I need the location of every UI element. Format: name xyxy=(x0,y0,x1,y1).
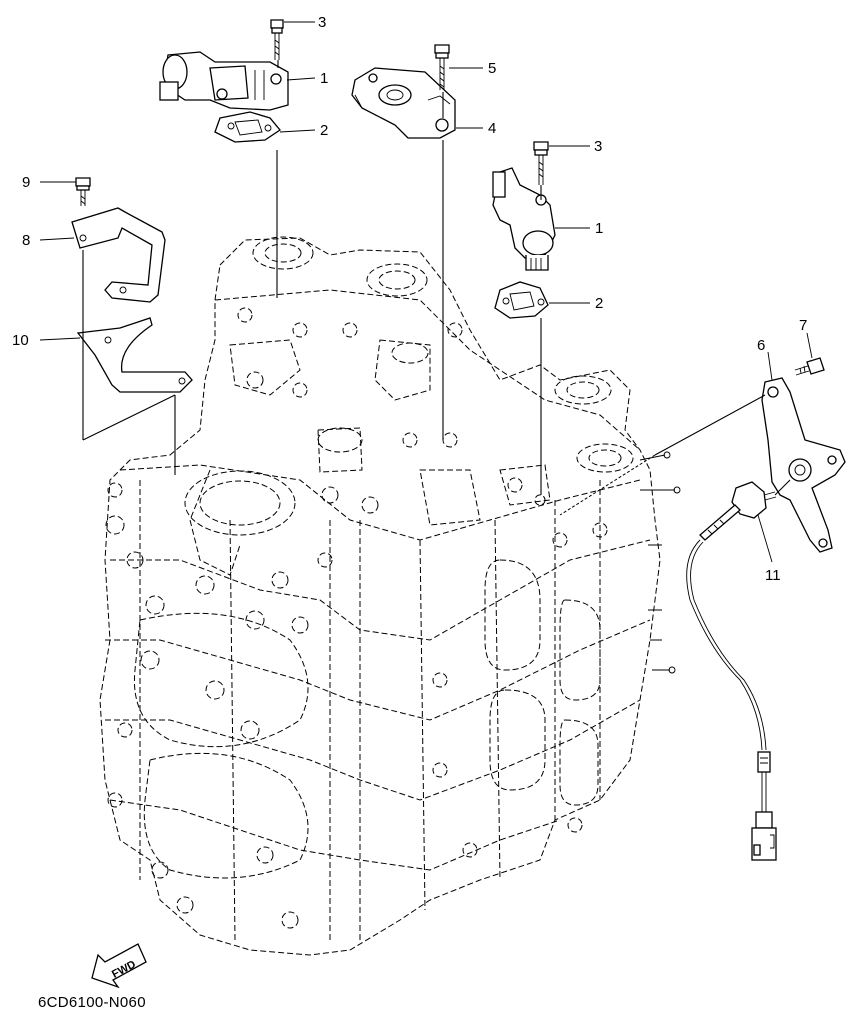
plate-10 xyxy=(76,317,193,393)
callout-7: 7 xyxy=(799,317,807,334)
callout-10: 10 xyxy=(12,332,29,349)
bolt-5 xyxy=(434,44,450,90)
callout-5: 5 xyxy=(488,60,496,77)
callout-3-right: 3 xyxy=(594,138,602,155)
bolt-7 xyxy=(794,357,825,376)
callout-leaders xyxy=(39,21,813,563)
callout-11: 11 xyxy=(765,567,781,584)
cover-4 xyxy=(351,67,456,139)
callout-2-left: 2 xyxy=(320,122,328,139)
oil-control-valve-left xyxy=(159,51,289,111)
gasket-2-left xyxy=(214,111,281,143)
callout-1-left: 1 xyxy=(320,70,328,87)
callout-4: 4 xyxy=(488,120,496,137)
bracket-8 xyxy=(71,207,166,303)
callout-2-right: 2 xyxy=(595,295,603,312)
bolt-9 xyxy=(75,177,91,206)
knock-sensor-11 xyxy=(686,481,777,861)
callout-1-right: 1 xyxy=(595,220,603,237)
callout-9: 9 xyxy=(22,174,30,191)
oil-control-valve-right xyxy=(492,167,556,271)
bolt-3-right xyxy=(533,141,549,185)
callout-6: 6 xyxy=(757,337,765,354)
callout-3-left: 3 xyxy=(318,14,326,31)
gasket-2-right xyxy=(494,281,549,319)
diagram-code: 6CD6100-N060 xyxy=(38,994,146,1011)
cylinder-block xyxy=(99,236,681,956)
callout-8: 8 xyxy=(22,232,30,249)
bolt-3-left xyxy=(270,19,284,60)
assembly-lines xyxy=(82,60,791,516)
fwd-arrow-icon: FWD xyxy=(91,943,147,989)
bracket-6 xyxy=(761,377,846,553)
